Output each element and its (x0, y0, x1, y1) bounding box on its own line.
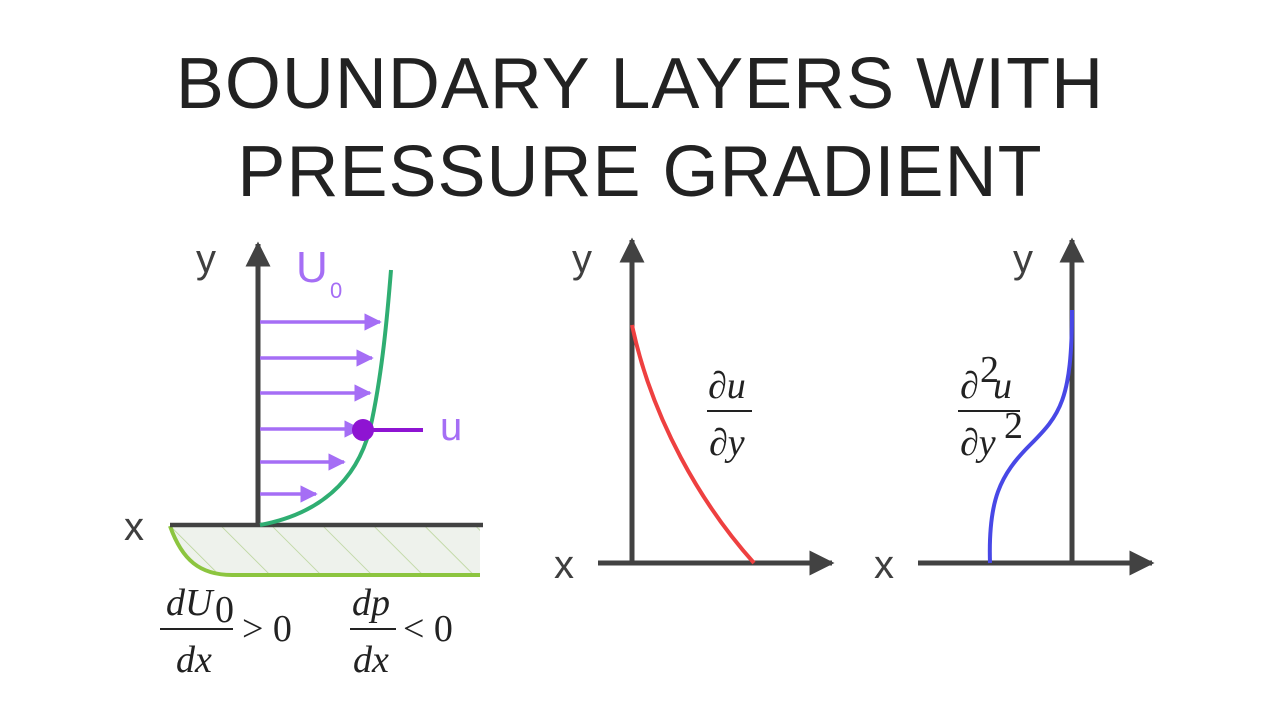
free-stream-arrows (260, 313, 382, 503)
y-axis-label-3: y (1013, 237, 1033, 281)
panel-first-derivative: y x ∂u ∂y (554, 237, 835, 587)
panel-second-derivative: y x ∂ 2 u ∂y 2 (874, 237, 1155, 587)
local-velocity-label: u (440, 405, 462, 449)
condition2-denominator: dx (353, 639, 389, 681)
condition1-denominator: dx (176, 639, 212, 681)
first-derivative-curve (630, 324, 756, 565)
second-derivative-numerator: ∂ (960, 365, 979, 407)
x-axis-label-2: x (554, 543, 574, 587)
condition2-relation: < 0 (403, 608, 453, 650)
condition1-relation: > 0 (242, 608, 292, 650)
free-stream-subscript: 0 (330, 278, 342, 303)
condition2-numerator: dp (352, 582, 390, 624)
wall-outline (168, 525, 480, 577)
title-line-1: BOUNDARY LAYERS WITH (175, 44, 1105, 124)
page-title: BOUNDARY LAYERS WITH PRESSURE GRADIENT (0, 40, 1280, 216)
second-derivative-denominator: ∂y (960, 422, 996, 464)
second-derivative-denominator-power: 2 (1004, 405, 1023, 447)
free-stream-label: U (296, 243, 328, 292)
first-derivative-numerator: ∂u (708, 365, 746, 407)
y-axis-label-2: y (572, 237, 592, 281)
title-line-2: PRESSURE GRADIENT (237, 132, 1043, 212)
y-axis-label-1: y (196, 237, 216, 281)
condition1-numerator: dU (166, 582, 215, 624)
local-velocity-dot (352, 419, 374, 441)
second-derivative-numerator-power: 2 (980, 349, 999, 391)
first-derivative-denominator: ∂y (709, 422, 745, 464)
condition-pressure-gradient: dp dx < 0 (350, 582, 453, 681)
x-axis-label-3: x (874, 543, 894, 587)
condition-velocity-gradient: dU 0 dx > 0 (160, 582, 292, 681)
condition1-subscript: 0 (215, 589, 234, 631)
second-derivative-curve (987, 309, 1074, 564)
panel-velocity-profile: y x U 0 u dU 0 dx > 0 dp dx < 0 (124, 237, 483, 681)
velocity-profile-curve (259, 269, 393, 527)
x-axis-label-1: x (124, 505, 144, 549)
wall-hatched-region (170, 526, 480, 575)
second-derivative-numerator-var: u (993, 365, 1012, 407)
